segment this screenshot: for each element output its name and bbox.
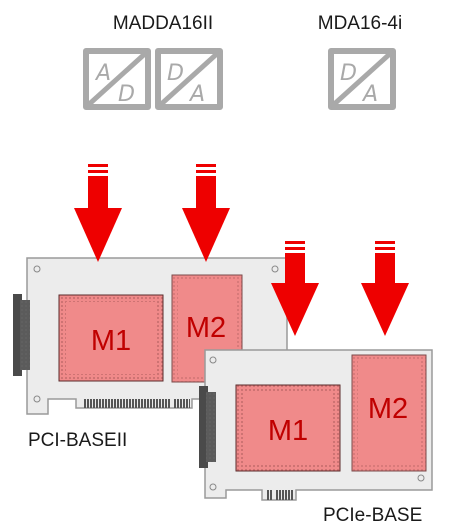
- symbol-bottom-letter: A: [188, 82, 205, 107]
- db-connector: [13, 294, 30, 376]
- slot-label: M2: [186, 312, 226, 344]
- pcie-edge-connector: [266, 490, 272, 500]
- da-converter-icon: D A: [328, 48, 396, 110]
- ad-converter-icon: A D: [83, 48, 151, 110]
- pci-edge-connector: [174, 399, 190, 408]
- insert-arrow-pcie-m1: [271, 241, 319, 336]
- da-converter-icon: D A: [155, 48, 223, 110]
- board-label-pcie-base: PCIe-BASE: [323, 505, 422, 526]
- symbol-top-letter: D: [340, 61, 357, 86]
- slot-label: M1: [91, 325, 131, 357]
- slot-label: M2: [368, 393, 408, 425]
- symbol-bottom-letter: A: [361, 82, 378, 107]
- db-connector: [199, 386, 216, 468]
- module-slot-m1: M1: [235, 384, 341, 472]
- insert-arrow-pci-m1: [74, 164, 122, 262]
- pcie-base-board: M1 M2: [199, 349, 433, 501]
- module-slot-m2: M2: [351, 354, 427, 472]
- module-label-madda16ii: MADDA16II: [113, 13, 213, 34]
- slot-label: M1: [268, 415, 308, 447]
- module-slot-m1: M1: [58, 294, 164, 382]
- module-label-mda16-4i: MDA16-4i: [318, 13, 402, 34]
- insert-arrow-pcie-m2: [361, 241, 409, 336]
- symbol-top-letter: D: [167, 61, 184, 86]
- symbol-bottom-letter: D: [118, 82, 135, 107]
- symbol-top-letter: A: [94, 61, 111, 86]
- board-label-pci-baseii: PCI-BASEII: [28, 430, 127, 451]
- pci-edge-connector: [83, 399, 171, 408]
- insert-arrow-pci-m2: [182, 164, 230, 262]
- pcie-edge-connector: [275, 490, 293, 500]
